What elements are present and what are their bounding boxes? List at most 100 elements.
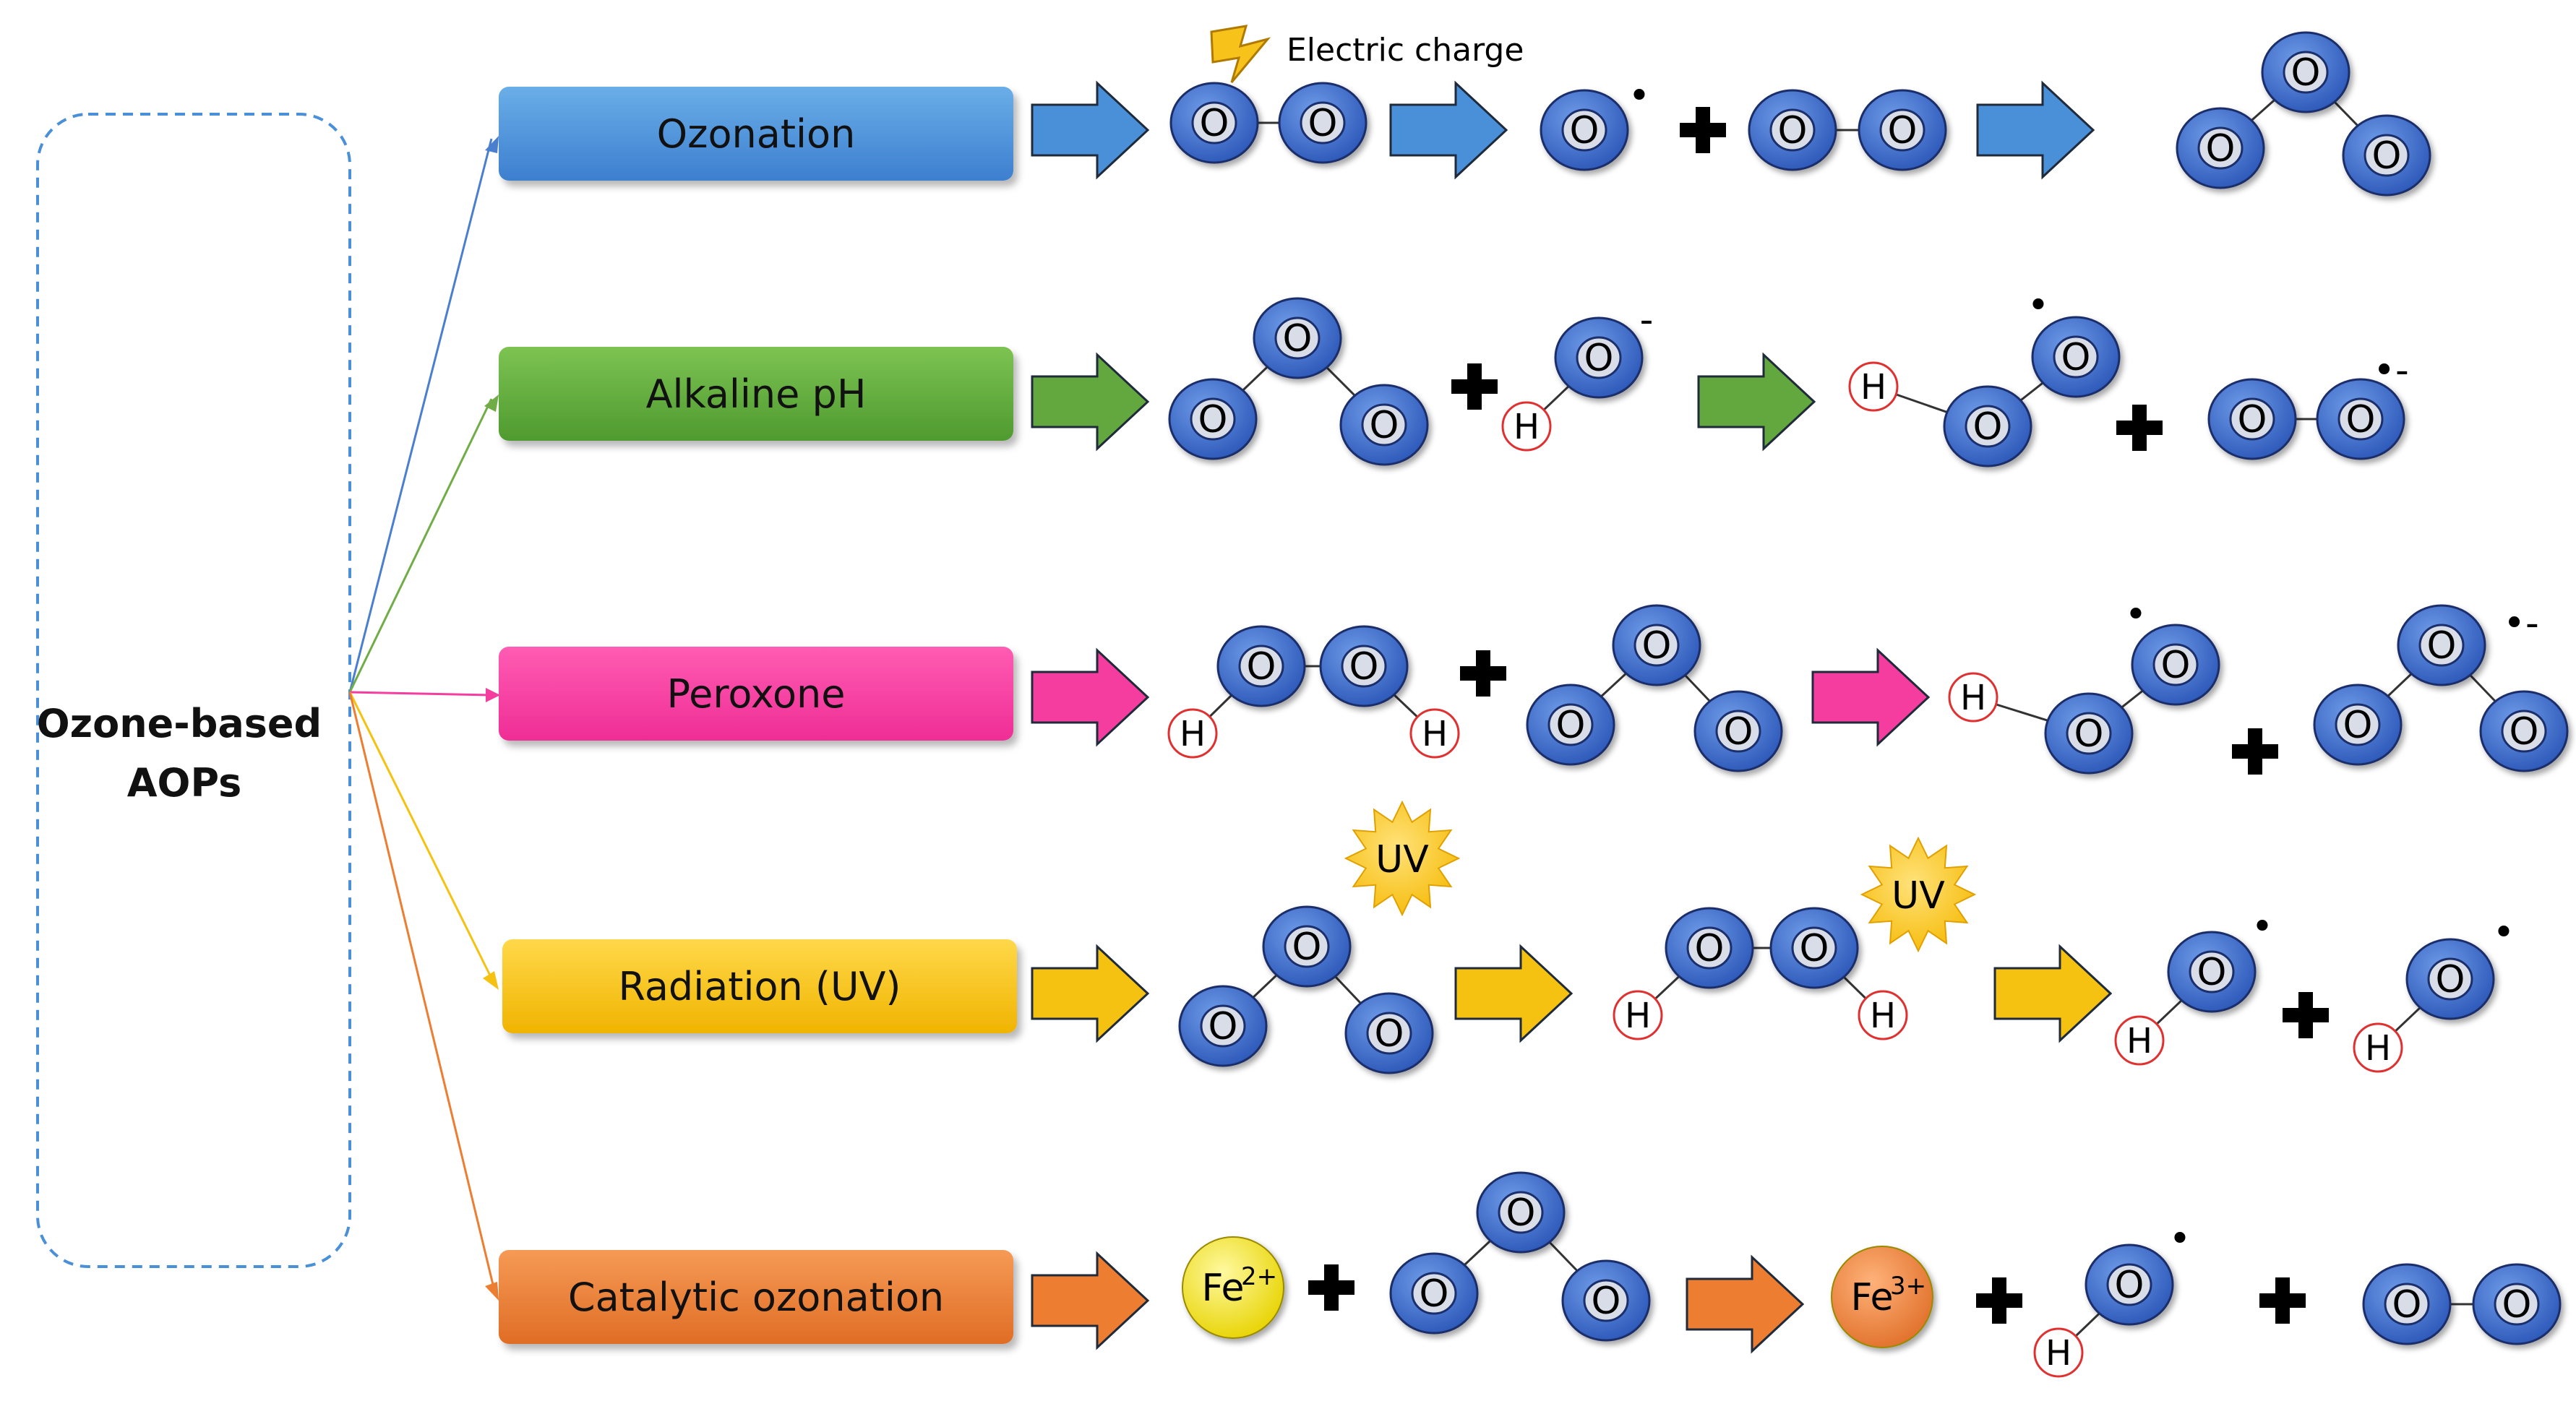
hydrogen-symbol: H [1180,714,1206,754]
oxygen-symbol: O [1800,927,1829,970]
oxygen-symbol: O [1888,109,1918,152]
hydrogen-atom: H [1409,708,1460,759]
oxygen-symbol: O [1584,337,1614,380]
block-arrow-icon [1811,647,1931,747]
hydrogen-symbol: H [2126,1021,2152,1061]
oxygen-atom: O [2479,690,2569,772]
method-ozonation: Ozonation [499,87,1013,181]
oxygen-atom: O [1253,297,1342,379]
hydrogen-symbol: H [1870,996,1896,1036]
oxygen-atom: O [1169,82,1259,164]
sun-icon: UV [1860,836,1977,953]
oxygen-symbol: O [2502,1283,2532,1327]
block-arrow-icon [1031,352,1150,452]
hydrogen-symbol: H [1960,678,1986,718]
root-title-line2: AOPs [127,760,241,806]
hydrogen-symbol: H [2365,1028,2391,1069]
plus-icon [2259,1277,2306,1324]
oxygen-symbol: O [2238,398,2267,441]
oxygen-symbol: O [1200,102,1229,145]
oxygen-atom: O [2472,1263,2562,1345]
oxygen-symbol: O [2206,127,2236,171]
hydrogen-symbol: H [1625,996,1651,1036]
oxygen-atom: O [1612,604,1701,686]
block-arrow-icon [1697,352,1816,452]
radical-anion-charge: •- [2503,602,2538,645]
radical-dot: • [2169,1217,2191,1261]
fe3-ion-symbol: Fe [1850,1276,1893,1319]
oxygen-atom: O [1339,384,1429,466]
method-alkaline-ph: Alkaline pH [499,347,1013,441]
oxygen-symbol: O [1973,405,2003,449]
plus-icon [2232,728,2278,775]
fe2-ion: Fe2+ [1182,1236,1284,1339]
hydrogen-atom: H [1501,401,1552,452]
hydrogen-atom: H [1848,361,1899,412]
oxygen-symbol: O [1556,704,1586,747]
plus-icon [1460,650,1506,697]
method-peroxone: Peroxone [499,647,1013,741]
hydrogen-atom: H [2114,1015,2165,1066]
oxygen-symbol: O [1570,109,1600,152]
plus-icon [2283,992,2329,1038]
oxygen-atom: O [1178,985,1268,1067]
oxygen-symbol: O [1778,109,1808,152]
root-title-line1: Ozone-based [37,701,322,746]
block-arrow-icon [1389,80,1508,180]
oxygen-symbol: O [1592,1280,1621,1323]
oxygen-symbol: O [2392,1283,2422,1327]
hydrogen-symbol: H [1514,407,1540,447]
method-catalytic-ozonation: Catalytic ozonation [499,1250,1013,1344]
oxygen-atom: O [1344,992,1434,1074]
oxygen-atom: O [2167,931,2257,1013]
plus-icon [2116,405,2163,451]
fe3-ion-charge: 3+ [1890,1272,1926,1301]
oxygen-atom: O [1858,89,1947,171]
radical-dot: • [2251,905,2274,949]
oxygen-atom: O [1748,89,1837,171]
hydrogen-atom: H [1948,672,1998,723]
oxygen-atom: O [1540,89,1629,171]
radical-dot: • [1628,74,1651,118]
block-arrow-icon [1031,80,1150,180]
block-arrow-icon [1993,944,2113,1043]
uv-label: UV [1892,874,1945,918]
method-ozonation-label: Ozonation [657,111,856,157]
oxygen-symbol: O [1198,398,1228,441]
oxygen-atom: O [1554,316,1644,399]
hydrogen-atom: H [2353,1022,2403,1073]
hydrogen-atom: H [1167,708,1218,759]
oxygen-atom: O [2316,378,2405,460]
plus-icon [1308,1264,1354,1311]
oxygen-atom: O [1769,907,1859,989]
oxygen-symbol: O [2061,336,2091,379]
oxygen-symbol: O [2291,51,2321,95]
oxygen-atom: O [1526,684,1615,766]
fe3-ion: Fe3+ [1831,1246,1933,1348]
oxygen-atom: O [1319,625,1409,707]
electric-charge-label: Electric charge [1287,32,1524,69]
oxygen-symbol: O [1292,926,1322,969]
oxygen-atom: O [1665,907,1754,989]
radical-dot: • [2027,284,2050,327]
oxygen-symbol: O [2074,712,2104,756]
oxygen-atom: O [2176,107,2265,189]
oxygen-atom: O [1389,1252,1479,1335]
oxygen-atom: O [2313,684,2403,766]
fe2-ion-charge: 2+ [1241,1262,1277,1291]
block-arrow-icon [1031,647,1150,747]
oxygen-atom: O [1168,378,1258,460]
oxygen-atom: O [2362,1263,2452,1345]
oxygen-symbol: O [2197,951,2227,994]
oxygen-symbol: O [2346,398,2376,441]
oxygen-symbol: O [2372,134,2402,178]
oxygen-symbol: O [2510,710,2539,754]
oxygen-symbol: O [2343,704,2373,747]
method-alkaline-ph-label: Alkaline pH [646,371,867,417]
oxygen-symbol: O [1642,624,1672,668]
oxygen-symbol: O [1724,710,1753,754]
plus-icon [1976,1277,2022,1324]
oxygen-symbol: O [1208,1005,1238,1048]
method-catalytic-ozonation-label: Catalytic ozonation [568,1275,944,1320]
oxygen-symbol: O [2436,958,2465,1001]
